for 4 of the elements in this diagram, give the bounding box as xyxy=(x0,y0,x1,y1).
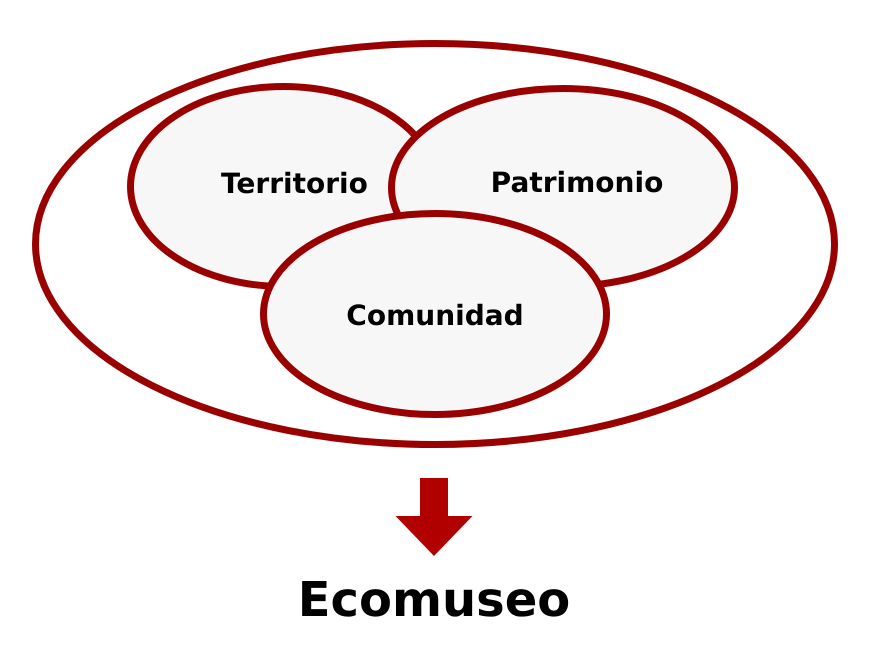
result-label: Ecomuseo xyxy=(298,576,570,624)
ellipse-label: Comunidad xyxy=(346,302,524,330)
ellipse-label: Patrimonio xyxy=(490,169,664,198)
ellipse-label: Territorio xyxy=(221,170,368,198)
